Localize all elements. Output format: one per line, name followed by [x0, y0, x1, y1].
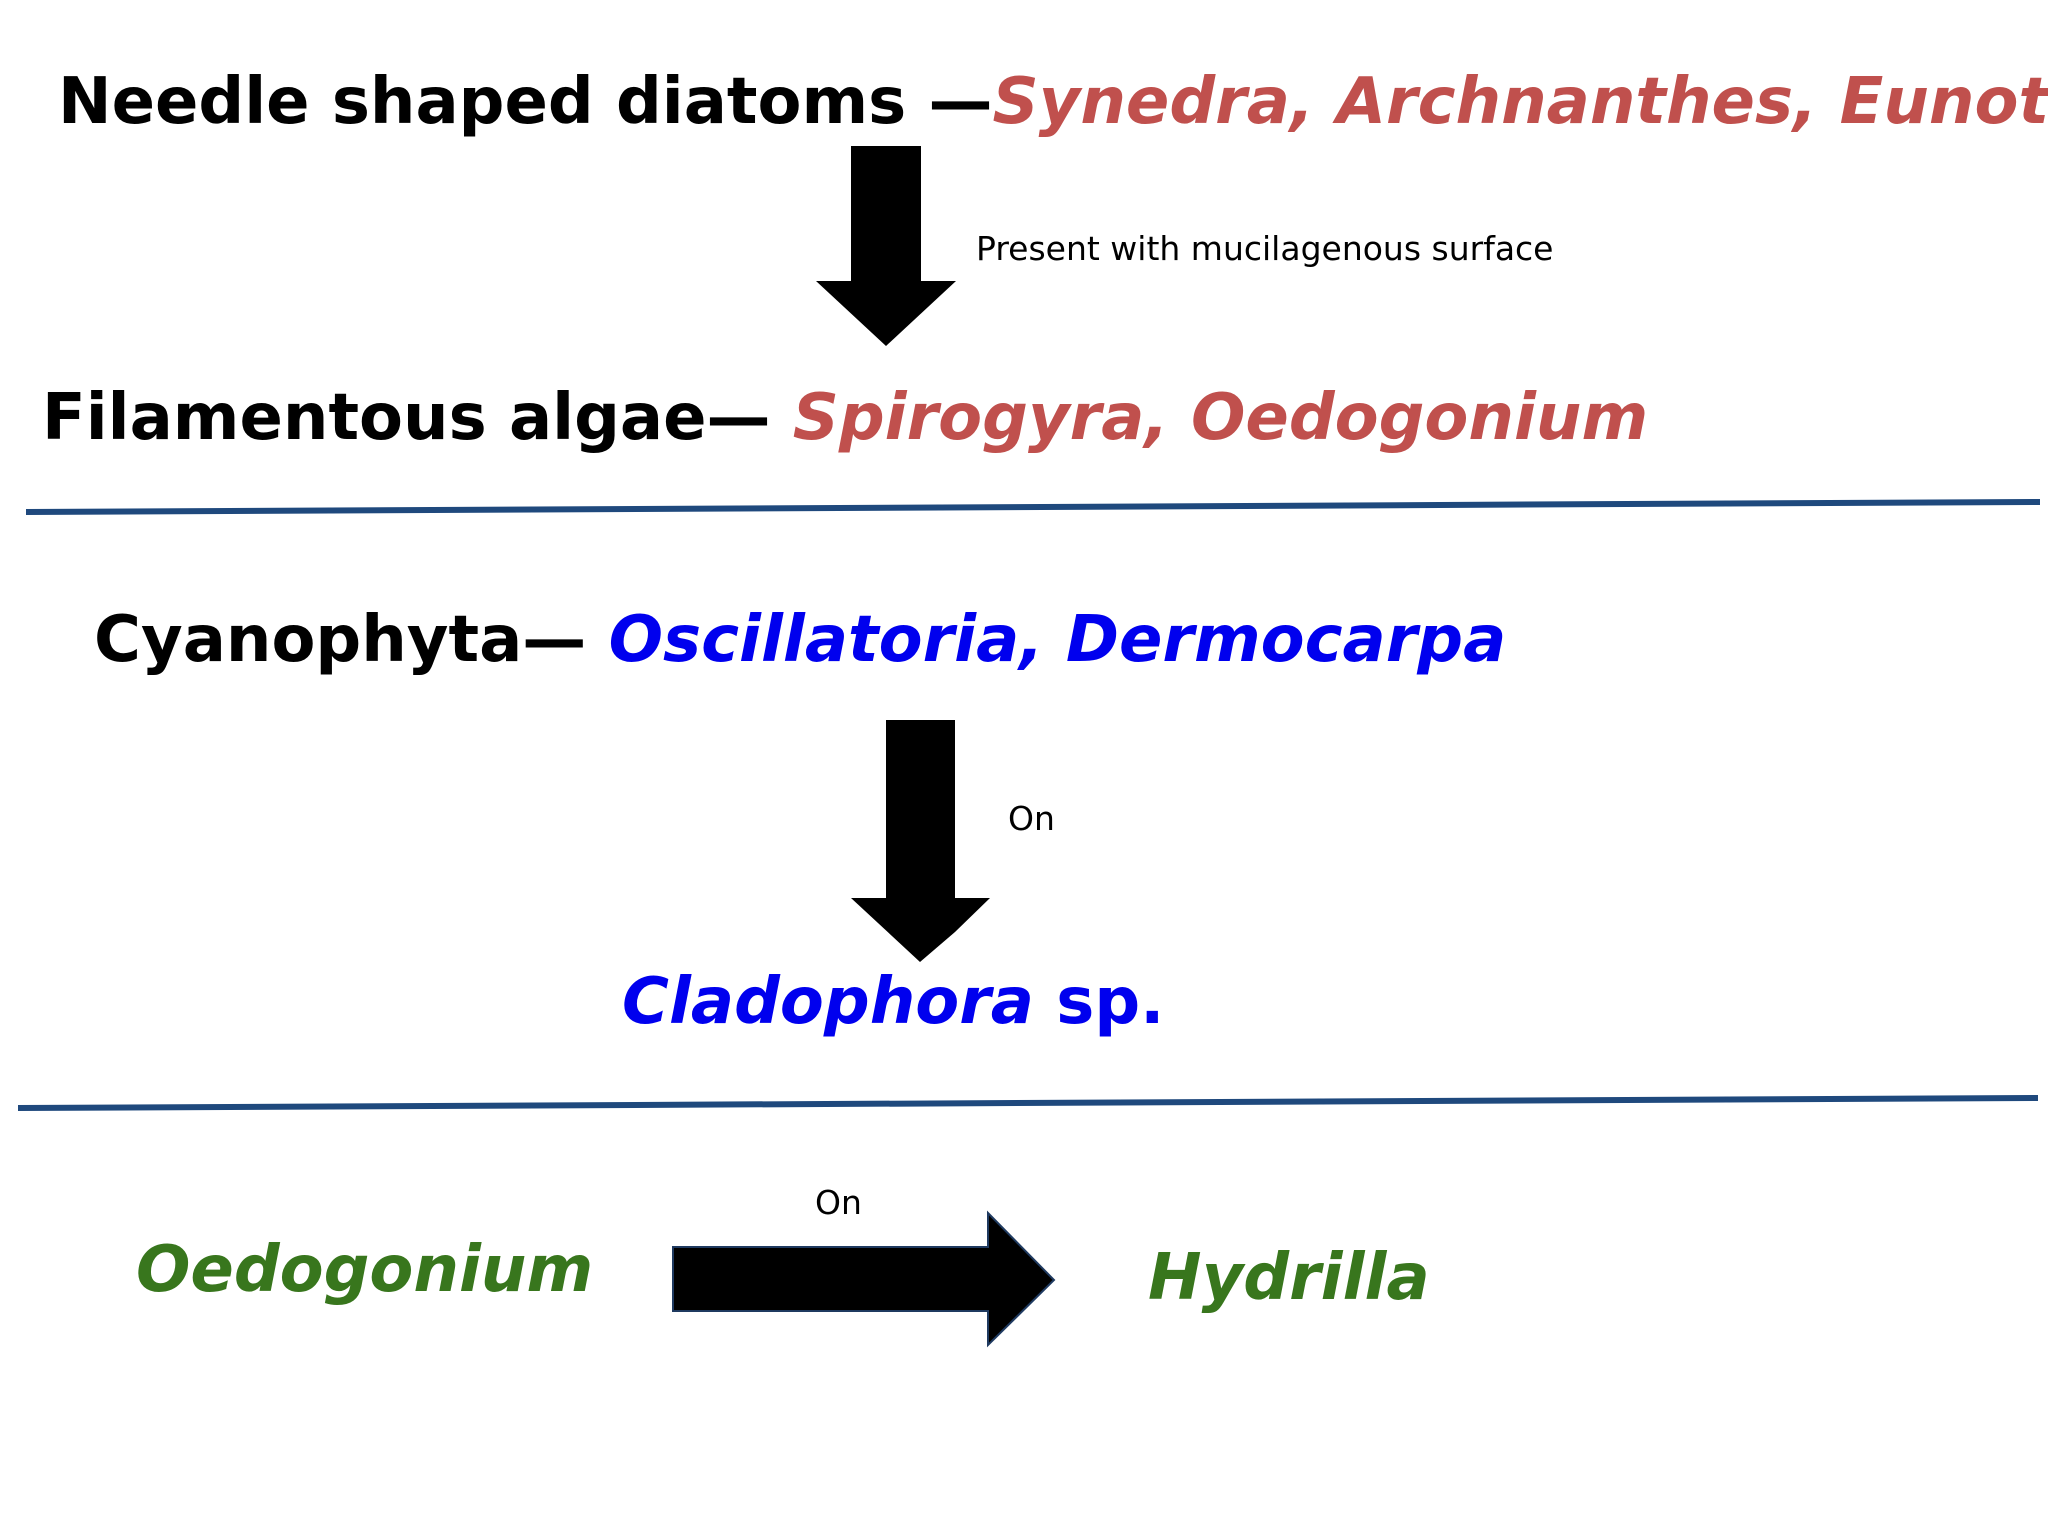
- row-filamentous-algae: Filamentous algae— Spirogyra, Oedogonium: [42, 386, 1648, 450]
- divider-line-top: [25, 499, 2041, 515]
- divider-line-bottom: [17, 1095, 2039, 1111]
- arrow-caption: On: [815, 1183, 862, 1222]
- row-cyanophyta: Cyanophyta— Oscillatoria, Dermocarpa: [94, 608, 1506, 672]
- species-list: Spirogyra, Oedogonium: [792, 381, 1649, 455]
- down-arrow-icon: [816, 146, 956, 346]
- group-label: Filamentous algae—: [42, 381, 793, 455]
- species-list: Oscillatoria, Dermocarpa: [608, 603, 1507, 677]
- oedogonium-label: Oedogonium: [136, 1233, 594, 1307]
- genus-name: Cladophora: [622, 965, 1034, 1039]
- hydrilla-label: Hydrilla: [1148, 1241, 1430, 1315]
- down-arrow-icon: [851, 720, 990, 962]
- group-label: Needle shaped diatoms —: [58, 65, 993, 139]
- arrow-caption: On: [1008, 799, 1055, 838]
- row-cladophora: Cladophora sp.: [622, 970, 1164, 1034]
- species-suffix: sp.: [1033, 965, 1165, 1039]
- right-arrow-icon: [672, 1210, 1056, 1348]
- group-label: Cyanophyta—: [94, 603, 609, 677]
- row-needle-shaped-diatoms: Needle shaped diatoms —Synedra, Archnant…: [58, 70, 2048, 134]
- arrow-caption: Present with mucilagenous surface: [976, 229, 1554, 268]
- species-list: Synedra, Archnanthes, Eunotia: [992, 65, 2048, 139]
